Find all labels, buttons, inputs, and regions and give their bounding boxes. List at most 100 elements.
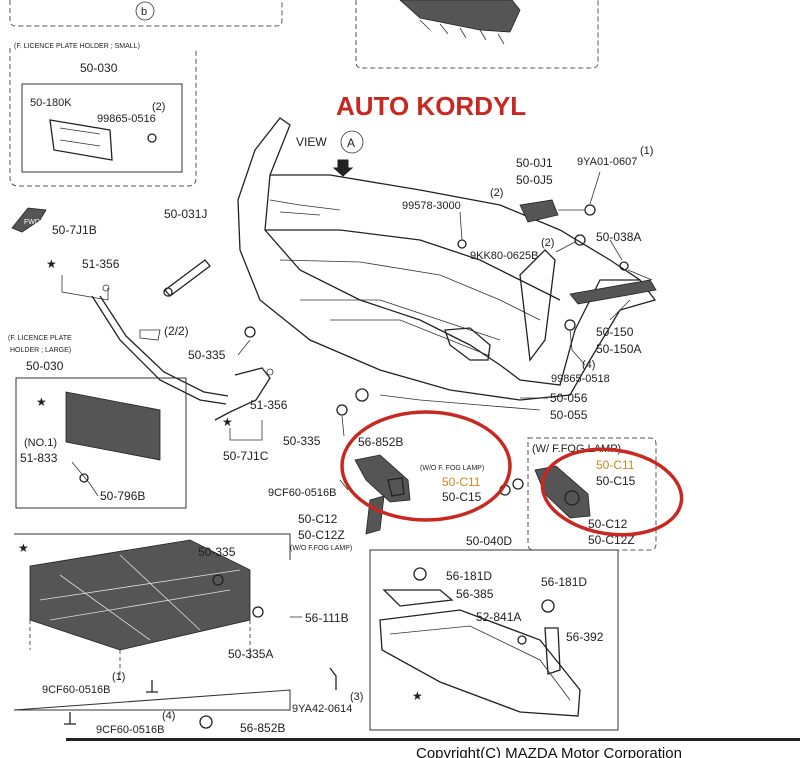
brand-watermark: AUTO KORDYL xyxy=(336,91,526,121)
label-50-335A: 50-335A xyxy=(228,647,273,661)
upper-grille-part xyxy=(399,0,521,33)
front-bumper-assembly xyxy=(237,117,657,411)
bolt-icon-2 xyxy=(574,234,586,246)
side-duct-right xyxy=(519,249,556,362)
clip-icon-4 xyxy=(336,404,348,416)
hand-pointer-icon xyxy=(139,329,161,341)
label-50-055: 50-055 xyxy=(550,408,588,422)
label-50-031J: 50-031J xyxy=(164,207,207,221)
label-50-7J1C: 50-7J1C xyxy=(223,449,269,463)
bolt-icon-3 xyxy=(146,680,158,693)
label-56-111B: 56-111B xyxy=(305,611,349,625)
fog-cover-50-C11 xyxy=(354,454,411,503)
label-w-fog: (W/ F.FOG LAMP) xyxy=(532,443,621,455)
label-51-356-a: 51-356 xyxy=(82,257,120,271)
label-56-181D-b: 56-181D xyxy=(541,575,587,589)
star-mark: ★ xyxy=(46,257,57,271)
fwd-arrow-icon: FWD xyxy=(11,207,47,233)
label-56-852B: 56-852B xyxy=(358,435,403,449)
view-arrow-icon xyxy=(332,159,354,177)
label-9YA01-qty: (1) xyxy=(640,145,653,157)
fog-lamp-opening xyxy=(444,327,491,361)
label-50-056: 50-056 xyxy=(550,391,588,405)
label-50-0J5: 50-0J5 xyxy=(516,173,553,187)
fraction-label: (2/2) xyxy=(164,324,189,338)
label-50-C12: 50-C12 xyxy=(298,512,338,526)
label-50-040D: 50-040D xyxy=(466,534,512,548)
label-99578-qty: (2) xyxy=(490,187,503,199)
label-50-C12Z: 50-C12Z xyxy=(298,528,345,542)
label-50-335-a: 50-335 xyxy=(188,348,226,362)
view-circle xyxy=(340,130,364,154)
side-garnish-c xyxy=(214,367,271,421)
label-9YA42-0614: 9YA42-0614 xyxy=(292,703,352,715)
star-mark-4: ★ xyxy=(18,541,29,555)
side-garnish-b xyxy=(91,295,227,405)
label-9CF60-0516B-a: 9CF60-0516B xyxy=(42,684,111,696)
licence-plate-large-part xyxy=(65,391,161,461)
label-50-7J1B: 50-7J1B xyxy=(52,223,97,237)
plate-large-part1: 51-833 xyxy=(20,451,58,465)
screw-icon-2 xyxy=(564,319,576,331)
plate-small-part1: 50-180K xyxy=(30,97,72,109)
footer-rule xyxy=(66,738,800,741)
plate-small-code: 50-030 xyxy=(80,61,118,75)
label-50-C11-b-highlight: 50-C11 xyxy=(596,458,635,472)
label-9CF60-0516B-b: 9CF60-0516B xyxy=(96,724,165,736)
label-51-356-b: 51-356 xyxy=(250,398,288,412)
label-56-181D-a: 56-181D xyxy=(446,569,492,583)
label-50-C12-b: 50-C12 xyxy=(588,517,628,531)
bracket-56-385 xyxy=(382,589,454,607)
clip-icon xyxy=(244,326,256,338)
bracket-50-0J1 xyxy=(519,199,559,223)
label-56-385: 56-385 xyxy=(456,587,494,601)
side-reflector-50-150 xyxy=(569,279,657,305)
label-9CF60-qty1: (1) xyxy=(112,671,125,683)
label-50-335-b: 50-335 xyxy=(283,434,321,448)
screw-icon xyxy=(147,133,157,143)
label-52-841A: 52-841A xyxy=(476,610,521,624)
plate-small-part2: 99865-0516 xyxy=(97,113,156,125)
licence-plate-small-box: (F. LICENCE PLATE HOLDER ; SMALL) 50-030… xyxy=(9,43,197,187)
copyright-text: Copyright(C) MAZDA Motor Corporation xyxy=(416,745,682,758)
label-9YA42-qty: (3) xyxy=(350,691,363,703)
view-label: VIEW xyxy=(296,135,327,149)
svg-text:FWD: FWD xyxy=(24,219,40,226)
lower-spoiler-50-040D xyxy=(379,609,581,717)
label-50-C11-highlight: 50-C11 xyxy=(442,475,481,489)
label-9CF60-qty4: (4) xyxy=(162,710,175,722)
plate-large-caption1: (F. LICENCE PLATE xyxy=(8,335,72,342)
label-9KK80-0625B: 9KK80-0625B xyxy=(470,250,539,262)
clip-icon-5 xyxy=(355,388,369,402)
bolt-icon-4 xyxy=(64,712,76,725)
bolt-icon xyxy=(584,204,596,216)
plate-small-qty: (2) xyxy=(152,101,165,113)
licence-plate-small-part xyxy=(49,119,113,161)
with-fog-lamp-box: (W/ F.FOG LAMP) 50-C11 50-C15 50-C12 50-… xyxy=(527,437,657,551)
label-50-150: 50-150 xyxy=(596,325,634,339)
bracket-56-392 xyxy=(544,627,561,675)
label-99865-0518: 99865-0518 xyxy=(551,373,610,385)
licence-plate-large-box: (F. LICENCE PLATE HOLDER ; LARGE) 50-030… xyxy=(8,335,187,509)
plate-small-caption: (F. LICENCE PLATE HOLDER ; SMALL) xyxy=(14,43,140,50)
label-50-150A: 50-150A xyxy=(596,342,641,356)
label-56-852B-b: 56-852B xyxy=(240,721,285,735)
label-50-C15: 50-C15 xyxy=(442,490,482,504)
label-50-C15-b: 50-C15 xyxy=(596,474,636,488)
under-cover-box: ★ 50-335 56-111B 50-335A (1) 9CF60-0516B xyxy=(13,533,349,711)
annotation-circle-left xyxy=(340,410,512,522)
plate-large-no1: (NO.1) xyxy=(24,437,57,449)
clip-icon-3 xyxy=(619,261,629,271)
star-mark-2: ★ xyxy=(36,395,47,409)
label-56-392: 56-392 xyxy=(566,630,604,644)
top-left-detail-box: b xyxy=(9,0,283,27)
label-99578-3000: 99578-3000 xyxy=(402,200,461,212)
label-50-0J1: 50-0J1 xyxy=(516,156,553,170)
star-mark-3: ★ xyxy=(222,415,233,429)
annotation-circle-right xyxy=(540,447,684,537)
clip-icon-2 xyxy=(457,239,467,249)
label-50-335-c: 50-335 xyxy=(198,545,236,559)
label-wo-fog-small: (W/O F. FOG LAMP) xyxy=(420,465,484,472)
label-9KK80-qty: (2) xyxy=(541,237,554,249)
